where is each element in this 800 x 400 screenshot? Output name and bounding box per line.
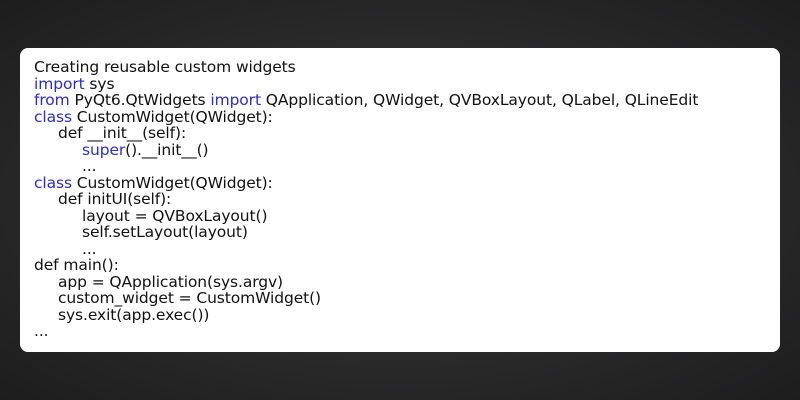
code-text: CustomWidget(QWidget): (71, 107, 273, 126)
keyword: import (210, 91, 261, 109)
code-line-2: from PyQt6.QtWidgets import QApplication… (34, 92, 780, 109)
code-line-7: class CustomWidget(QWidget): (34, 173, 780, 192)
code-title: Creating reusable custom widgets (34, 58, 296, 76)
code-text: QApplication, QWidget, QVBoxLayout, QLab… (260, 91, 699, 109)
code-text: CustomWidget(QWidget): (71, 173, 273, 192)
keyword: class (34, 173, 72, 192)
code-line-11: ... (82, 239, 97, 258)
code-line-5: super().__init__() (34, 140, 780, 159)
keyword: super (82, 140, 126, 159)
code-line-14: custom_widget = CustomWidget() (58, 289, 322, 307)
code-line-6: ... (82, 157, 97, 175)
code-line-9: layout = QVBoxLayout() (82, 206, 268, 225)
code-line-1: import sys (34, 74, 780, 93)
code-line-10: self.setLayout(layout) (82, 223, 248, 241)
code-line-13: app = QApplication(sys.argv) (58, 272, 283, 291)
keyword: class (34, 107, 72, 126)
code-line-15: sys.exit(app.exec()) (58, 305, 210, 324)
code-line-8: def initUI(self): (58, 190, 172, 208)
code-text: ().__init__() (125, 140, 209, 159)
code-card: Creating reusable custom widgets import … (20, 48, 780, 352)
code-text: sys (84, 74, 115, 93)
keyword: import (34, 74, 85, 93)
keyword: from (34, 91, 70, 109)
code-line-4: def __init__(self): (58, 124, 187, 142)
code-text: PyQt6.QtWidgets (69, 91, 211, 109)
code-line-3: class CustomWidget(QWidget): (34, 107, 780, 126)
code-line-12: def main(): (34, 256, 119, 274)
code-line-16: ... (34, 322, 49, 340)
